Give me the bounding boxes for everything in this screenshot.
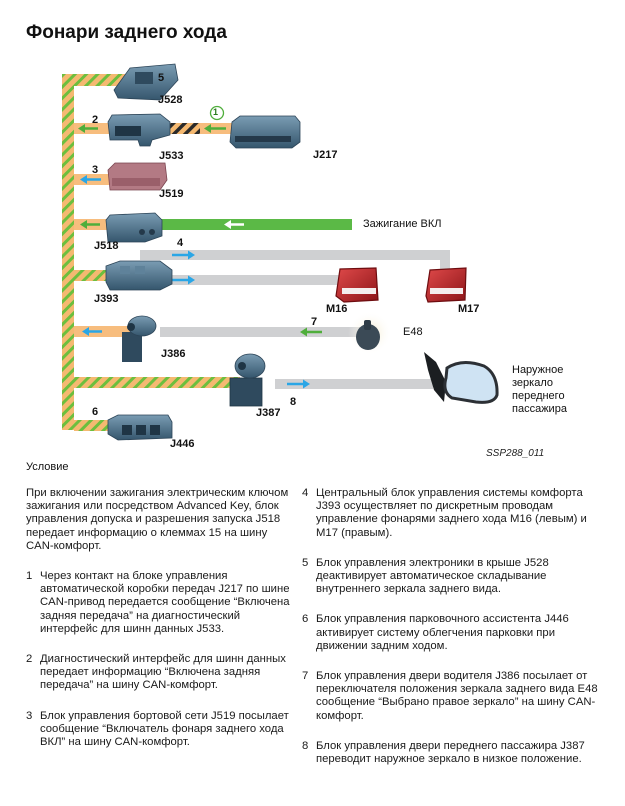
ignition-on-label: Зажигание ВКЛ xyxy=(363,218,442,230)
white-arrow xyxy=(224,220,244,229)
j217-label: J217 xyxy=(313,149,338,161)
page-title: Фонари заднего хода xyxy=(26,22,227,43)
module-j528 xyxy=(113,63,179,101)
step-item: 1 Через контакт на блоке управления авто… xyxy=(26,570,296,636)
green-arrow xyxy=(300,327,322,337)
blue-arrow xyxy=(80,175,101,184)
mirror-label-line: переднего xyxy=(512,390,565,402)
discrete-wires xyxy=(140,250,450,389)
j446-label: J446 xyxy=(170,438,195,450)
step-text: Блок управления двери водителя J386 посы… xyxy=(316,670,598,722)
step-8-label: 8 xyxy=(290,396,297,408)
blue-arrow xyxy=(82,327,102,336)
step-number: 1 xyxy=(26,570,33,583)
passenger-mirror xyxy=(424,352,499,404)
step-text: Центральный блок управления системы комф… xyxy=(316,487,587,539)
lamp-m17 xyxy=(425,267,467,303)
can-comfort-bus xyxy=(62,74,240,431)
module-j386 xyxy=(122,315,157,362)
blue-arrow xyxy=(172,275,195,285)
step-6-label: 6 xyxy=(92,406,99,418)
j393-label: J393 xyxy=(94,293,119,305)
step-text: Блок управления электроники в крыше J528… xyxy=(316,556,549,596)
step-7-label: 7 xyxy=(311,316,318,328)
step-item: 3 Блок управления бортовой сети J519 пос… xyxy=(26,710,296,750)
step-item: 5 Блок управления электроники в крыше J5… xyxy=(302,557,607,597)
step-2-label: 2 xyxy=(92,114,99,126)
step-number: 2 xyxy=(26,653,33,666)
blue-arrow xyxy=(172,250,195,260)
step-number: 7 xyxy=(302,670,309,683)
e48-label: E48 xyxy=(403,326,423,338)
module-j446 xyxy=(107,414,173,441)
module-j387 xyxy=(229,353,266,407)
step-number: 8 xyxy=(302,739,309,752)
module-j393 xyxy=(105,260,173,291)
switch-e48 xyxy=(348,311,392,355)
step-item: 2 Диагностический интерфейс для шинн дан… xyxy=(26,653,296,693)
mirror-label-line: зеркало xyxy=(512,377,553,389)
step-1-circle xyxy=(209,105,225,121)
j519-label: J519 xyxy=(159,188,184,200)
j518-label: J518 xyxy=(94,240,119,252)
step-text: Блок управления бортовой сети J519 посыл… xyxy=(40,709,289,749)
module-j533 xyxy=(107,113,171,147)
j528-label: J528 xyxy=(158,94,183,106)
intro-paragraph: При включении зажигания электрическим кл… xyxy=(26,487,289,552)
step-5-label: 5 xyxy=(158,72,165,84)
module-j518 xyxy=(105,212,163,243)
step-1-number: 1 xyxy=(213,107,219,117)
j533-label: J533 xyxy=(159,150,184,162)
m17-label: M17 xyxy=(458,303,480,315)
step-number: 3 xyxy=(26,709,33,722)
green-arrow xyxy=(78,124,98,133)
lamp-m16 xyxy=(335,267,379,303)
step-3-label: 3 xyxy=(92,164,99,176)
step-number: 4 xyxy=(302,487,309,499)
step-text: Диагностический интерфейс для шинн данны… xyxy=(40,653,286,692)
step-number: 5 xyxy=(302,556,309,569)
green-arrow xyxy=(204,124,226,133)
step-item: 4 Центральный блок управления системы ко… xyxy=(302,487,607,540)
j387-label: J387 xyxy=(256,407,281,419)
j386-label: J386 xyxy=(161,348,186,360)
text-column-right: 4 Центральный блок управления системы ко… xyxy=(302,487,607,783)
condition-heading: Условие xyxy=(26,461,69,473)
step-item: 7 Блок управления двери водителя J386 по… xyxy=(302,670,607,723)
step-text: Блок управления парковочного ассистента … xyxy=(316,613,569,652)
step-item: 8 Блок управления двери переднего пассаж… xyxy=(302,740,607,766)
step-4-label: 4 xyxy=(177,237,184,249)
step-text: Через контакт на блоке управления автома… xyxy=(40,570,290,635)
blue-arrow xyxy=(287,379,310,389)
text-column-left: При включении зажигания электрическим кл… xyxy=(26,487,296,766)
figure-id: SSP288_011 xyxy=(486,448,545,459)
ignition-line xyxy=(160,219,352,230)
step-number: 6 xyxy=(302,613,309,626)
mirror-label-line: пассажира xyxy=(512,403,567,415)
module-j519 xyxy=(107,162,168,191)
mirror-label-line: Наружное xyxy=(512,364,564,376)
m16-label: M16 xyxy=(326,303,348,315)
module-j217 xyxy=(229,115,301,149)
mirror-label: Наружное зеркало переднего пассажира xyxy=(512,364,567,416)
can-bus-diagram xyxy=(62,63,499,441)
step-item: 6 Блок управления парковочного ассистент… xyxy=(302,613,607,653)
step-text: Блок управления двери переднего пассажир… xyxy=(316,739,585,766)
green-arrow xyxy=(80,220,100,229)
